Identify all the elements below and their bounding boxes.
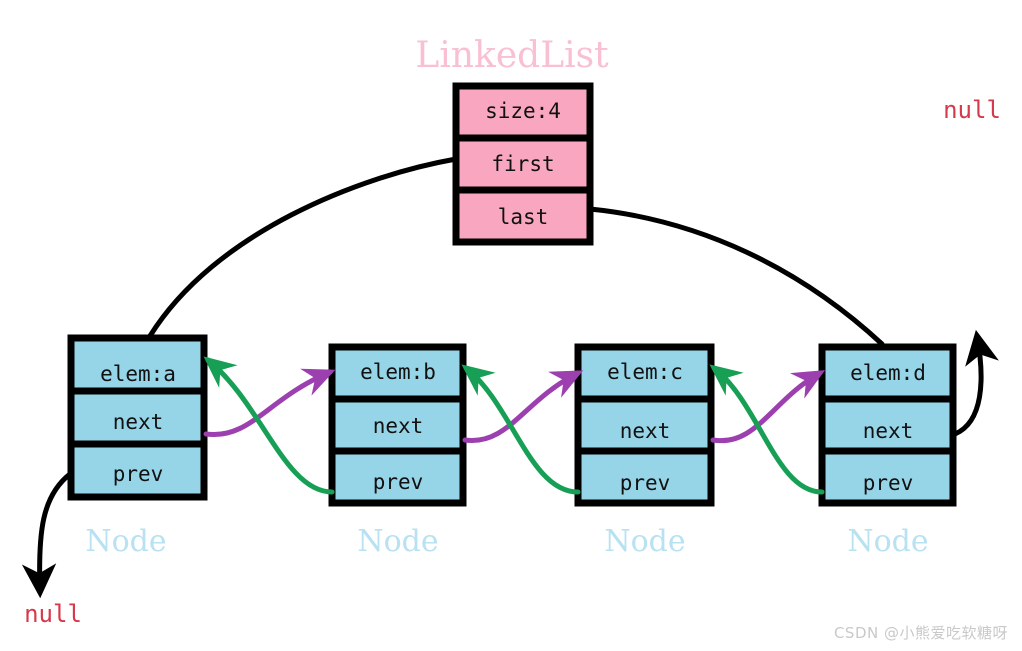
node-c-next-field: next [620, 419, 671, 443]
prev-arrow-b-to-a [203, 356, 335, 495]
csdn-watermark: CSDN @小熊爱吃软糖呀 [833, 624, 1008, 642]
prev-arrow-a-to-null [21, 471, 73, 599]
next-arrow-c-to-d [710, 370, 826, 444]
page-title: LinkedList [415, 35, 609, 76]
node-c-elem-field: elem:c [607, 360, 683, 384]
next-arrow-d-to-null [952, 329, 999, 437]
node-d: elem:d next prev Node [818, 343, 957, 559]
linkedlist-last-field: last [498, 205, 549, 229]
linkedlist-header-box: size:4 first last [452, 82, 594, 246]
prev-arrow-d-to-c [709, 364, 825, 495]
linkedlist-size-field: size:4 [485, 99, 561, 123]
node-a: elem:a next prev Node [67, 334, 208, 559]
next-arrow-a-to-b [203, 368, 336, 438]
node-b-prev-field: prev [373, 470, 424, 494]
node-a-prev-field: prev [113, 462, 164, 486]
node-d-next-field: next [863, 419, 914, 443]
node-b-next-field: next [373, 414, 424, 438]
linkedlist-first-field: first [491, 152, 554, 176]
node-a-next-field: next [113, 410, 164, 434]
node-d-elem-field: elem:d [850, 361, 926, 385]
next-arrow-b-to-c [462, 370, 584, 443]
node-a-label: Node [85, 524, 166, 559]
first-reference-arrow [147, 156, 459, 339]
node-b: elem:b next prev Node [328, 343, 467, 559]
last-reference-arrow [587, 206, 885, 347]
node-b-elem-field: elem:b [360, 360, 436, 384]
prev-arrow-c-to-b [461, 364, 581, 495]
node-c: elem:c next prev Node [574, 343, 715, 559]
node-c-label: Node [604, 524, 685, 559]
node-b-label: Node [357, 524, 438, 559]
node-c-prev-field: prev [620, 471, 671, 495]
head-null-label: null [24, 600, 82, 628]
node-a-elem-field: elem:a [100, 362, 176, 386]
tail-null-label: null [943, 96, 1001, 124]
node-d-prev-field: prev [863, 471, 914, 495]
node-d-label: Node [847, 524, 928, 559]
